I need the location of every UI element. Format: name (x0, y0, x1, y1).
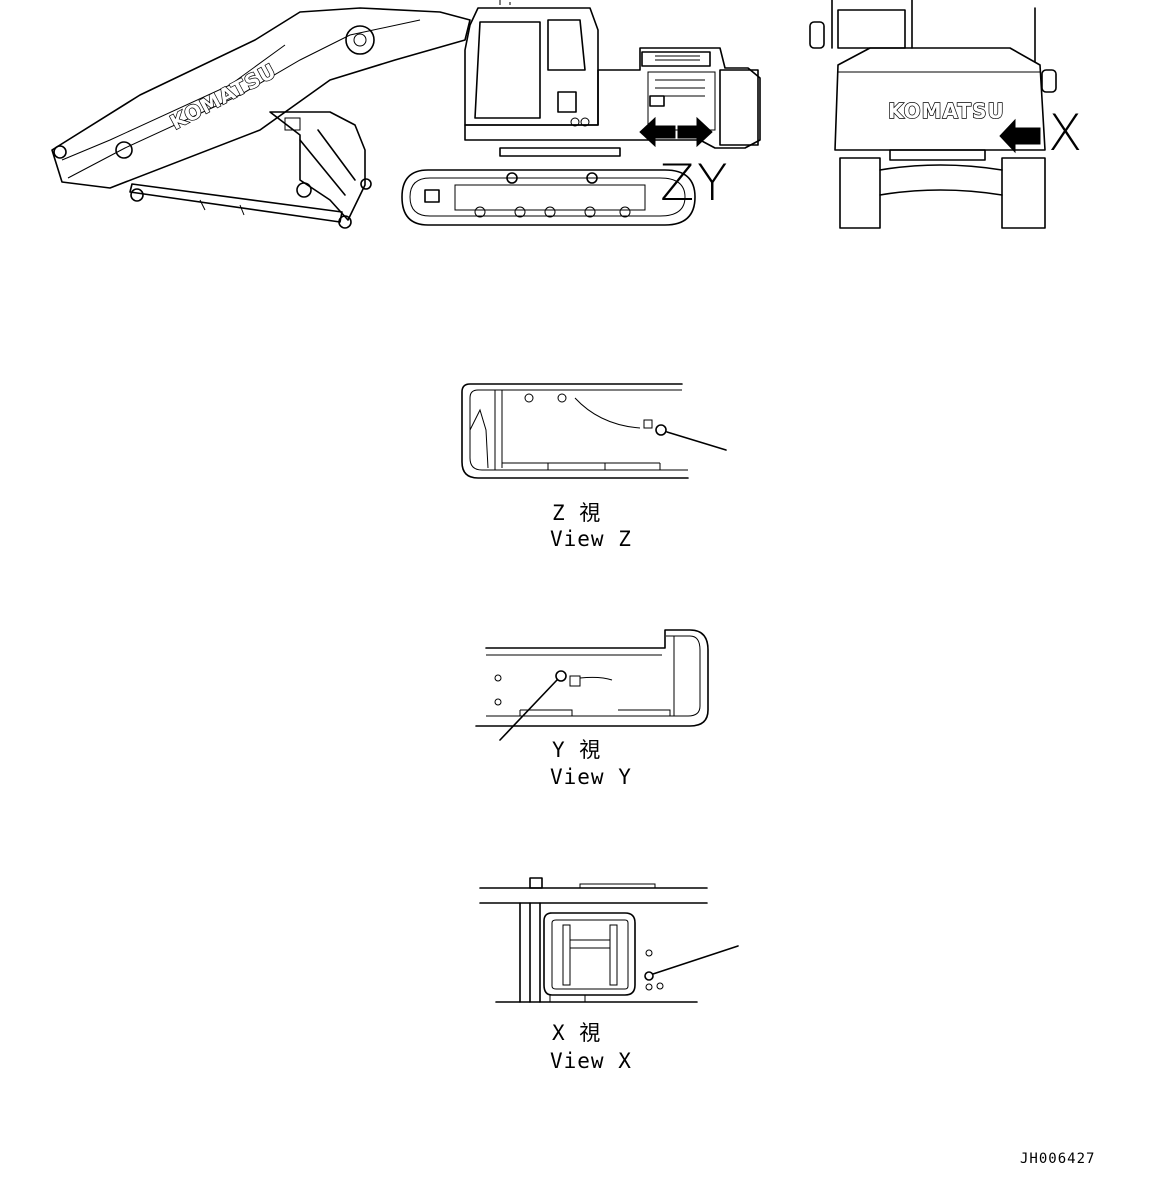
rear-tracks (839, 157, 1046, 229)
view-y-target (555, 670, 567, 682)
x-arrow (999, 118, 1041, 154)
view-y-detail: Y 視 View Y (475, 629, 709, 789)
view-y-en: View Y (550, 765, 632, 789)
view-z-leader (666, 431, 727, 451)
view-x-target (644, 971, 654, 981)
view-x-detail: X 視 View X (479, 877, 739, 1073)
arm-cylinder (129, 183, 343, 223)
view-x-jp: X 視 (552, 1021, 601, 1045)
drawing-code: JH006427 (1020, 1151, 1095, 1167)
boom (51, 7, 471, 189)
view-x-en: View X (550, 1049, 632, 1073)
view-z-detail: Z 視 View Z (461, 383, 727, 551)
cab (464, 0, 599, 127)
view-z-en: View Z (550, 527, 632, 551)
y-arrow (677, 116, 713, 148)
view-y-jp: Y 視 (552, 738, 601, 762)
view-x-leader (652, 945, 739, 975)
boom-logo: KOMATSU (166, 58, 280, 134)
x-label: X (1048, 104, 1082, 162)
rear-logo: KOMATSU (888, 99, 1005, 123)
view-z-target (655, 424, 667, 436)
z-label: Z (660, 154, 694, 212)
y-label: Y (697, 154, 728, 212)
view-y-leader (499, 679, 558, 741)
bucket (269, 111, 372, 229)
swing-circle (499, 147, 621, 157)
track (401, 169, 696, 226)
upper-structure (464, 47, 761, 149)
view-z-jp: Z 視 (552, 501, 601, 525)
excavator-rear-view: KOMATSU X (809, 0, 1082, 229)
z-arrow (639, 116, 676, 148)
excavator-side-view: KOMATSU (51, 0, 761, 229)
